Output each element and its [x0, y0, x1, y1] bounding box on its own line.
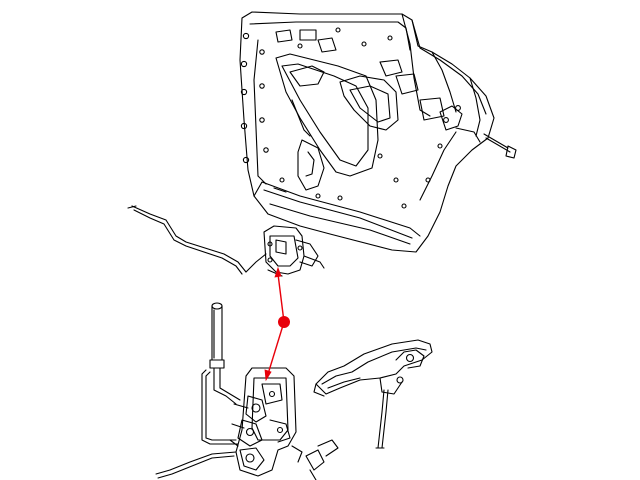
exterior-door-handle: [313, 339, 433, 397]
rear-door-inner-panel: [239, 11, 517, 253]
rod-clip: [305, 439, 339, 480]
handle-link-rod: [375, 389, 389, 449]
callout-arrow: [264, 266, 290, 382]
callout-dot: [278, 316, 290, 328]
inside-release-rod: [155, 369, 239, 479]
door-latch-installed: [263, 225, 325, 277]
lock-rod-cable: [127, 205, 267, 275]
lock-knob-rod: [209, 302, 241, 405]
door-latch-assembly: [229, 367, 303, 477]
